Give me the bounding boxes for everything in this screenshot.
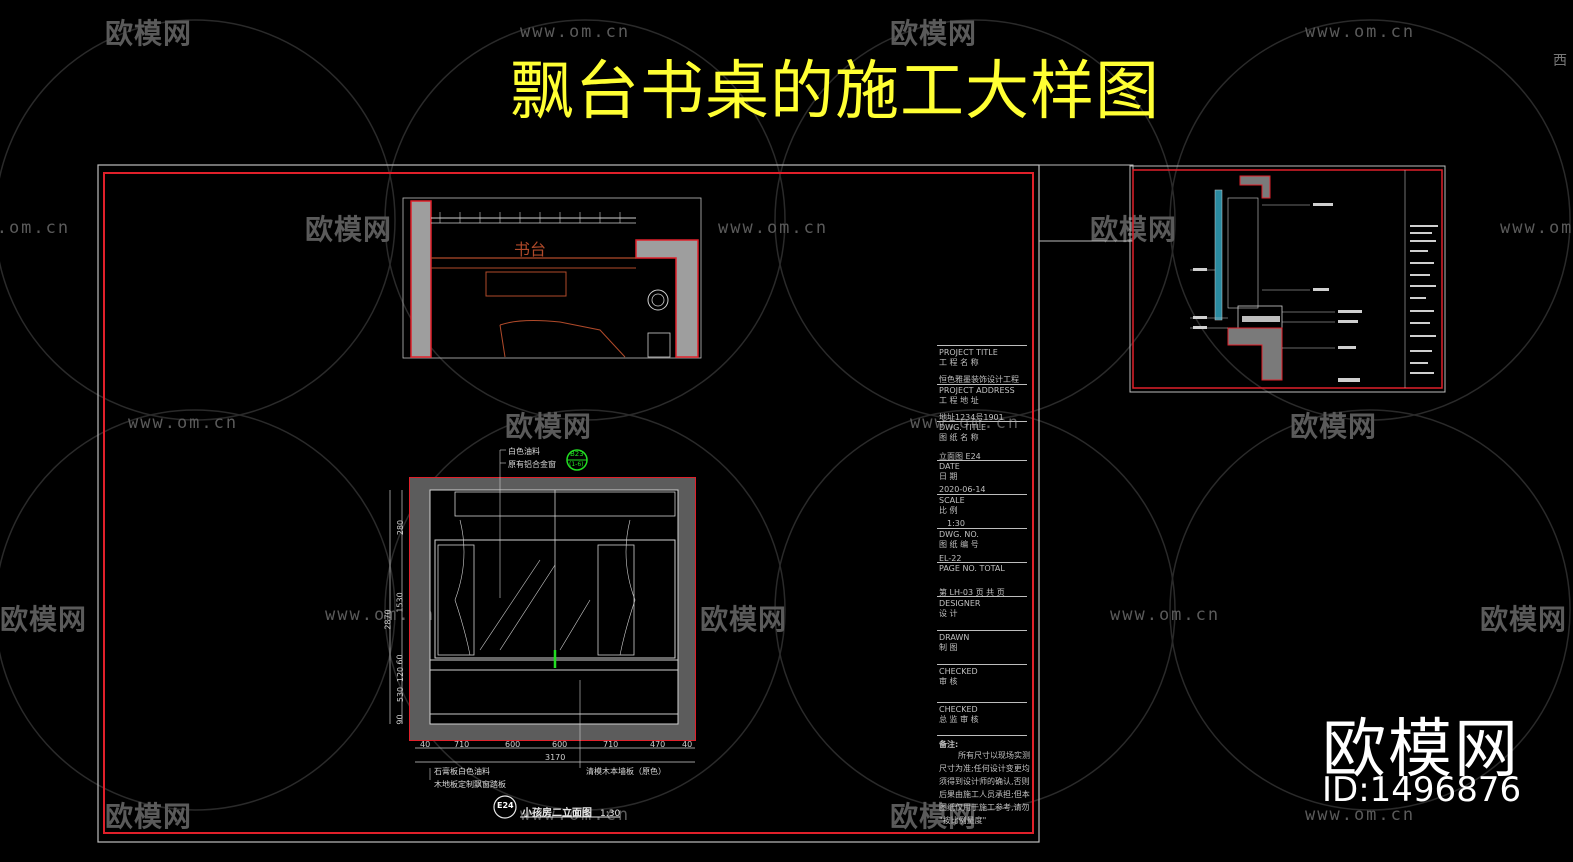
dim-h: 40	[682, 740, 693, 749]
watermark-url: www.om.cn	[0, 218, 71, 238]
elevation-view	[389, 449, 696, 819]
tb-page-value: 第 LH-03 页 共 页	[939, 588, 1005, 597]
callout-top: B23	[570, 450, 584, 458]
sheet-extension	[1039, 164, 1134, 242]
brand-logo-text: 欧模网	[1322, 713, 1520, 787]
tb-project-title-cn: 工 程 名 称	[939, 358, 979, 367]
elevation-marker: E24	[497, 801, 514, 810]
dim-h: 710	[454, 740, 470, 749]
plan-view	[402, 197, 702, 359]
tb-notes-title: 备注:	[939, 740, 959, 749]
tb-note-line: 后果由施工人员承担;但本	[939, 790, 1030, 799]
tb-checked2-en: CHECKED	[939, 705, 978, 714]
tb-note-line: 图纸仅用于施工参考,请勿	[939, 803, 1030, 812]
tb-address-value: 地址1234号1901	[939, 413, 1004, 422]
tb-scale-en: SCALE	[939, 496, 965, 505]
plan-label: 书台	[514, 240, 547, 259]
tb-dwg-no-en: DWG. NO.	[939, 530, 979, 539]
page-title: 飘台书桌的施工大样图	[510, 55, 1160, 129]
elevation-note: 石膏板白色油料	[434, 767, 490, 776]
watermark-brand: 欧模网	[1480, 603, 1568, 636]
watermark-url: www.om.cn	[325, 605, 436, 625]
dim-h: 600	[552, 740, 568, 749]
tb-dwg-title-cn: 图 纸 名 称	[939, 433, 979, 442]
watermark-url: www.om.cn	[1305, 22, 1416, 42]
tb-date-en: DATE	[939, 462, 960, 471]
watermark-corner: 西	[1553, 53, 1569, 69]
watermark-url: www.om.cn	[520, 805, 631, 825]
tb-dwg-no-value: EL-22	[939, 554, 962, 563]
tb-date-value: 2020-06-14	[939, 485, 986, 494]
watermark-url: www.om.cn	[520, 22, 631, 42]
tb-designer-en: DESIGNER	[939, 599, 981, 608]
elevation-note: 清模木本墙板（原色）	[586, 767, 666, 776]
tb-drawn-cn: 制 图	[939, 643, 958, 652]
dim-total: 3170	[545, 753, 566, 762]
watermark-brand: 欧模网	[700, 603, 788, 636]
callout-bottom: (1-6)	[569, 461, 584, 468]
elevation-note: 原有铝合金窗	[508, 460, 556, 469]
dim-h: 710	[603, 740, 619, 749]
sheet-outer-frame	[97, 164, 1040, 843]
tb-address-en: PROJECT ADDRESS	[939, 386, 1015, 395]
marker-circle	[493, 795, 517, 819]
tb-note-line: 尺寸为准;任何设计变更均	[939, 764, 1030, 773]
dim-v: 120	[396, 666, 406, 683]
watermark-brand: 欧模网	[105, 800, 193, 833]
watermark-url: www.om.cn	[1305, 805, 1416, 825]
watermark-url: www.om.cn	[1500, 218, 1573, 238]
dim-h: 40	[420, 740, 431, 749]
detail-sheet	[1129, 165, 1446, 393]
dim-v: 1530	[395, 592, 405, 613]
watermark-brand: 欧模网	[1290, 410, 1378, 443]
tb-note-line: 所有尺寸以现场实测	[958, 751, 1030, 760]
watermark-brand: 欧模网	[890, 800, 978, 833]
watermark-brand: 欧模网	[890, 17, 978, 50]
watermark-brand: 欧模网	[105, 17, 193, 50]
tb-designer-cn: 设 计	[939, 609, 958, 618]
elevation-scale: 1:30	[600, 809, 621, 819]
dim-h: 470	[650, 740, 666, 749]
dim-v: 530	[396, 686, 406, 703]
tb-scale-value: 1:30	[947, 519, 965, 528]
watermark-brand: 欧模网	[505, 410, 593, 443]
sheet-inner-frame	[103, 172, 1034, 834]
elevation-note: 白色油料	[508, 447, 540, 456]
dim-v: 90	[395, 714, 405, 725]
elevation-caption: 小孩房二立面图	[522, 808, 592, 819]
tb-project-title-en: PROJECT TITLE	[939, 348, 998, 357]
tb-dwg-title-en: DWG. TITLE	[939, 423, 986, 432]
elevation-note: 木地板定制飘窗踏板	[434, 780, 506, 789]
dim-v: 280	[396, 519, 406, 536]
watermark-url: www.om.cn	[128, 413, 239, 433]
watermark-brand: 欧模网	[0, 603, 88, 636]
tb-address-cn: 工 程 地 址	[939, 396, 979, 405]
watermark-url: www.om.cn	[910, 413, 1021, 433]
model-id: ID:1496876	[1322, 770, 1522, 810]
watermark-url: www.om.cn	[1110, 605, 1221, 625]
tb-note-line: "按比例量度"	[939, 816, 987, 825]
tb-checked2-cn: 总 监 审 核	[939, 715, 979, 724]
tb-dwg-no-cn: 图 纸 编 号	[939, 540, 979, 549]
tb-drawn-en: DRAWN	[939, 633, 970, 642]
tb-page-en: PAGE NO. TOTAL	[939, 564, 1005, 573]
tb-scale-cn: 比 例	[939, 506, 958, 515]
tb-checked-en: CHECKED	[939, 667, 978, 676]
dim-v-total: 2870	[383, 609, 393, 630]
tb-project-name: 恒色雅墨装饰设计工程	[939, 375, 1019, 384]
watermark-brand: 欧模网	[305, 213, 393, 246]
dim-h: 600	[505, 740, 521, 749]
tb-checked-cn: 审 核	[939, 677, 958, 686]
tb-dwg-title-value: 立面图 E24	[939, 452, 981, 461]
tb-note-line: 须得到设计师的确认,否则	[939, 777, 1030, 786]
dim-v: 60	[395, 654, 405, 665]
watermark-url: www.om.cn	[718, 218, 829, 238]
tb-date-cn: 日 期	[939, 472, 958, 481]
